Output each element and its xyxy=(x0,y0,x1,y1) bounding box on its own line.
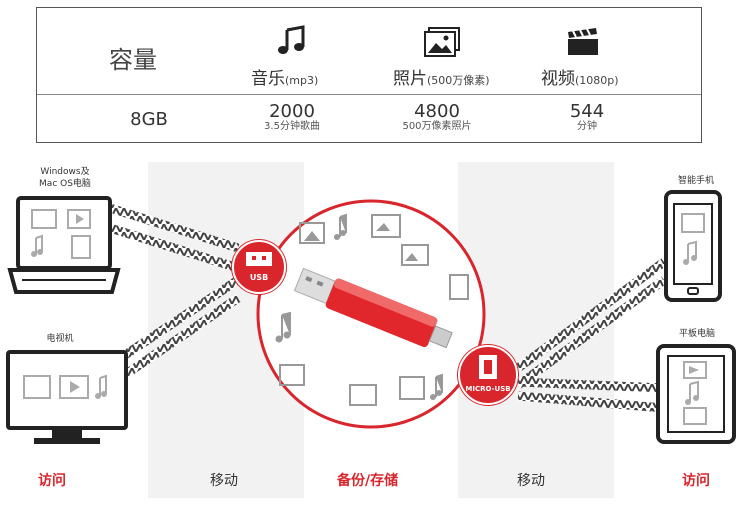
photo-count: 4800 xyxy=(414,101,460,122)
micro-usb-port-icon xyxy=(479,355,497,379)
micro-usb-label: MICRO-USB xyxy=(465,385,511,393)
music-count: 2000 xyxy=(269,101,315,122)
micro-usb-connector-badge: MICRO-USB xyxy=(458,345,518,405)
tablet-icon xyxy=(656,344,736,444)
backup-storage-label: 备份/存储 xyxy=(337,473,399,489)
video-minutes: 544 xyxy=(569,101,605,122)
capacity-spec-table: 容量 音乐(mp3) 照片(500万像素) 视频(1080p) 8GB 2000… xyxy=(36,7,702,143)
usb-label: USB xyxy=(249,273,269,282)
tv-label: 电视机 xyxy=(46,334,74,344)
access-label-right: 访问 xyxy=(682,473,710,489)
music-label: 音乐(mp3) xyxy=(251,69,319,89)
tv-icon xyxy=(6,350,128,444)
move-label-left: 移动 xyxy=(210,473,238,489)
laptop-label: Windows及 Mac OS电脑 xyxy=(39,167,91,189)
usb-connector-badge: USB xyxy=(232,240,286,294)
music-count-note: 3.5分钟歌曲 xyxy=(264,121,320,132)
music-value-cell: 2000 3.5分钟歌曲 xyxy=(242,103,342,133)
phone-label: 智能手机 xyxy=(677,176,714,186)
video-label: 视频(1080p) xyxy=(541,69,619,89)
capacity-value: 8GB xyxy=(130,109,168,130)
media-icons-cluster xyxy=(275,213,469,406)
usb-port-icon xyxy=(246,252,272,266)
music-note-icon xyxy=(278,25,305,54)
move-label-right: 移动 xyxy=(517,473,545,489)
video-minutes-note: 分钟 xyxy=(577,121,597,132)
photo-icon xyxy=(424,27,460,57)
smartphone-icon xyxy=(664,190,722,302)
photo-count-note: 500万像素照片 xyxy=(402,121,472,132)
photo-value-cell: 4800 500万像素照片 xyxy=(382,103,492,133)
access-label-left: 访问 xyxy=(38,473,66,489)
table-divider xyxy=(37,94,701,95)
capacity-header: 容量 xyxy=(109,46,157,74)
photo-label: 照片(500万像素) xyxy=(393,69,490,89)
otg-flash-drive xyxy=(293,267,453,349)
laptop-icon xyxy=(7,196,121,294)
tablet-label: 平板电脑 xyxy=(678,329,715,339)
video-value-cell: 544 分钟 xyxy=(547,103,627,133)
clapperboard-icon xyxy=(568,28,598,55)
